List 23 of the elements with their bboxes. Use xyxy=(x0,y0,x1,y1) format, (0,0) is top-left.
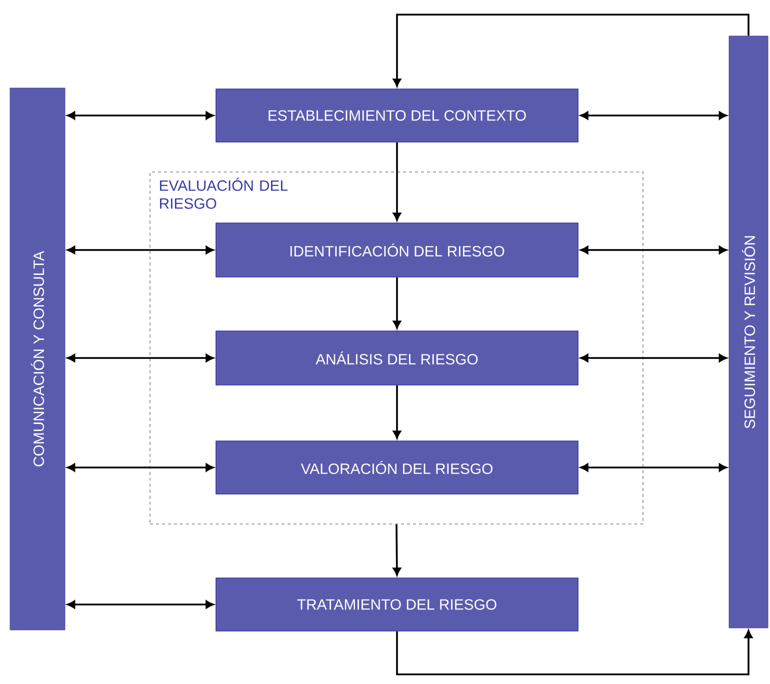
process-box: VALORACIÓN DEL RIESGO xyxy=(216,440,578,494)
arrow xyxy=(392,385,402,439)
arrow xyxy=(392,142,402,221)
process-box: IDENTIFICACIÓN DEL RIESGO xyxy=(216,222,578,278)
double-arrow xyxy=(580,463,727,472)
process-box: TRATAMIENTO DEL RIESGO xyxy=(216,578,578,632)
arrow xyxy=(392,14,750,87)
side-bar: COMUNICACIÓN Y CONSULTA xyxy=(10,88,66,630)
double-arrow xyxy=(67,463,214,472)
arrow xyxy=(392,277,402,329)
double-arrow xyxy=(67,600,214,609)
double-arrow xyxy=(67,111,214,120)
double-arrow xyxy=(67,354,214,362)
double-arrow xyxy=(580,354,727,362)
process-box: ANÁLISIS DEL RIESGO xyxy=(216,330,578,386)
arrow xyxy=(392,524,401,576)
group-title: EVALUACIÓN DEL RIESGO xyxy=(160,178,288,209)
process-box: ESTABLECIMIENTO DEL CONTEXTO xyxy=(216,88,578,142)
arrow xyxy=(396,630,753,676)
double-arrow xyxy=(67,246,214,254)
double-arrow xyxy=(580,111,727,120)
side-bar: SEGUIMIENTO Y REVISIÓN xyxy=(728,36,768,628)
double-arrow xyxy=(580,246,727,254)
